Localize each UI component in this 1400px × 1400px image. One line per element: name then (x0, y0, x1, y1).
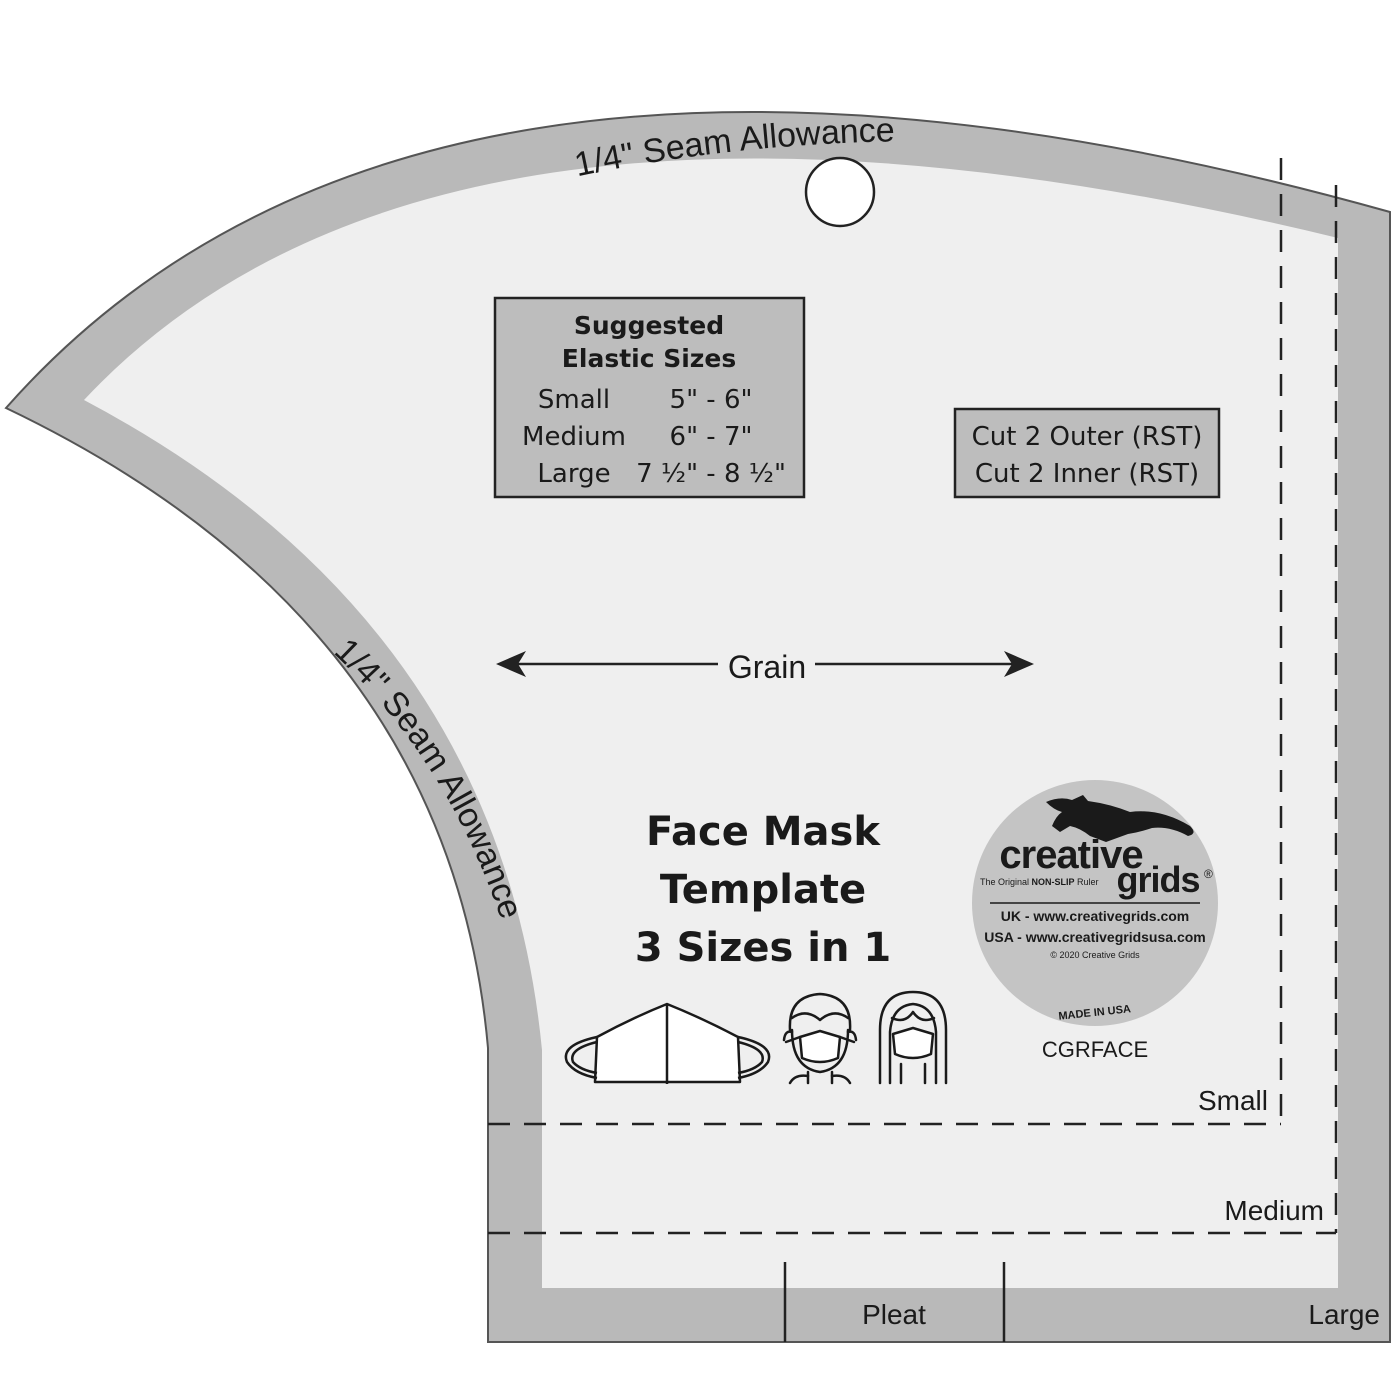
elastic-size-medium: Medium (522, 422, 626, 452)
pleat-label: Pleat (862, 1299, 926, 1330)
elastic-title-line1: Suggested (574, 311, 724, 340)
arrow-left-icon (496, 651, 526, 677)
face-mask-icon (564, 1002, 771, 1084)
product-code: CGRFACE (1042, 1037, 1148, 1062)
logo-copyright: © 2020 Creative Grids (1050, 950, 1140, 960)
elastic-range-medium: 6" - 7" (670, 422, 753, 452)
logo-brand-line2: grids (1116, 859, 1199, 900)
logo-usa-url: USA - www.creativegridsusa.com (984, 929, 1205, 945)
size-cut-lines (488, 158, 1338, 1235)
person-short-hair-mask-icon (782, 992, 858, 1085)
title-line3: 3 Sizes in 1 (635, 925, 891, 971)
elastic-title-line2: Elastic Sizes (562, 344, 736, 373)
grain-arrow: Grain (496, 649, 1034, 685)
elastic-range-large: 7 ½" - 8 ½" (636, 459, 786, 489)
logo-tagline: The Original NON-SLIP Ruler (980, 877, 1099, 887)
hanging-hole (804, 156, 876, 228)
size-label-medium: Medium (1224, 1195, 1324, 1226)
elastic-size-small: Small (538, 385, 610, 415)
cut-inner-label: Cut 2 Inner (RST) (975, 459, 1199, 489)
fox-logo-icon (1046, 795, 1194, 842)
size-label-large: Large (1308, 1299, 1380, 1330)
cut-instructions-box: Cut 2 Outer (RST) Cut 2 Inner (RST) (953, 407, 1221, 499)
size-label-small: Small (1198, 1085, 1268, 1116)
elastic-size-large: Large (537, 459, 610, 489)
logo-brand-line1: creative (999, 833, 1142, 877)
title-line2: Template (660, 867, 866, 913)
cut-outer-label: Cut 2 Outer (RST) (972, 422, 1203, 452)
person-long-hair-mask-icon (878, 990, 948, 1085)
title-line1: Face Mask (646, 809, 881, 855)
elastic-sizes-box: Suggested Elastic Sizes Small 5" - 6" Me… (493, 296, 806, 499)
logo-registered-mark: ® (1204, 867, 1213, 881)
elastic-range-small: 5" - 6" (670, 385, 753, 415)
template-title: Face Mask Template 3 Sizes in 1 (635, 809, 891, 971)
logo-uk-url: UK - www.creativegrids.com (1001, 908, 1190, 924)
creative-grids-logo: creative grids ® The Original NON-SLIP R… (972, 780, 1218, 1026)
grain-label: Grain (728, 649, 806, 685)
arrow-right-icon (1004, 651, 1034, 677)
